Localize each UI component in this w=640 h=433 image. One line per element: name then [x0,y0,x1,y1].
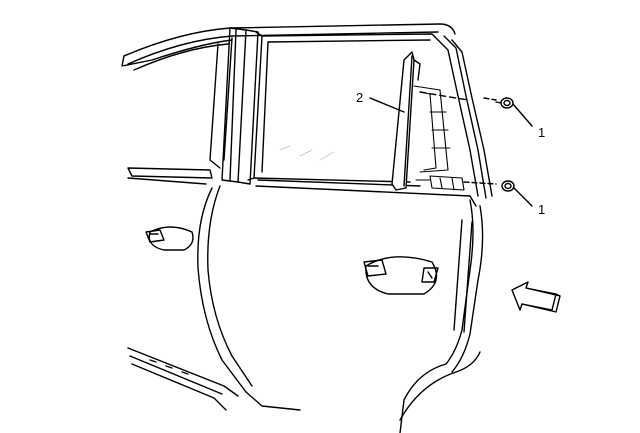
callout-label-2: 2 [356,90,363,105]
rear-door-outline [197,185,484,433]
view-direction-arrow-icon [511,281,561,313]
wheel-arch [399,351,481,421]
fastener-upper [419,91,533,127]
rear-window-frame [247,31,493,207]
callout-label-1-upper: 1 [538,125,545,140]
window-trim-applique [391,51,421,191]
front-door-outline [127,177,239,411]
callout-2-leader [369,97,405,113]
front-door-handle [145,226,194,251]
callout-label-1-lower: 1 [538,202,545,217]
rear-door-handle [363,256,439,295]
fastener-lower [463,180,533,207]
glass-reflections [279,145,335,161]
trim-bracket [413,85,465,191]
front-window-frame [121,37,233,179]
b-pillar [221,27,259,185]
